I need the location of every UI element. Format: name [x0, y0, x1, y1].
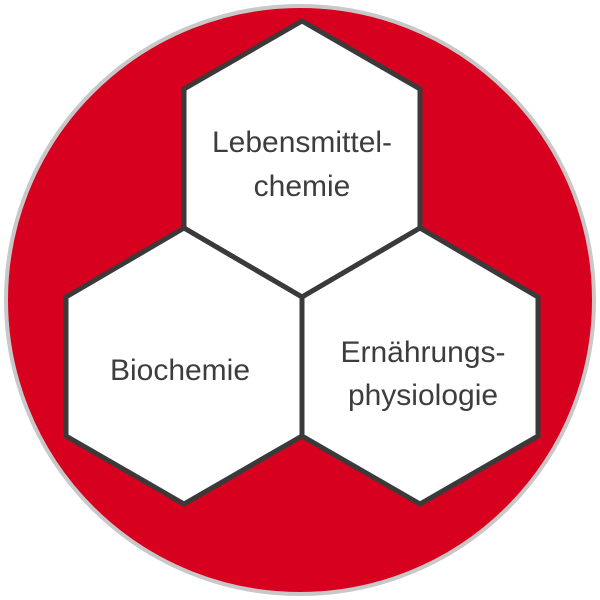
label-biochemie: Biochemie	[110, 354, 250, 387]
dashed-divider-top-right	[300, 226, 422, 299]
dashed-divider-top-left	[182, 226, 304, 299]
label-ernaehrungsphysiologie-line1: Ernährungs-	[340, 336, 505, 369]
label-lebensmittelchemie-line2: chemie	[254, 170, 351, 203]
label-lebensmittelchemie-line1: Lebensmittel-	[212, 126, 392, 159]
label-ernaehrungsphysiologie-line2: physiologie	[348, 379, 498, 412]
